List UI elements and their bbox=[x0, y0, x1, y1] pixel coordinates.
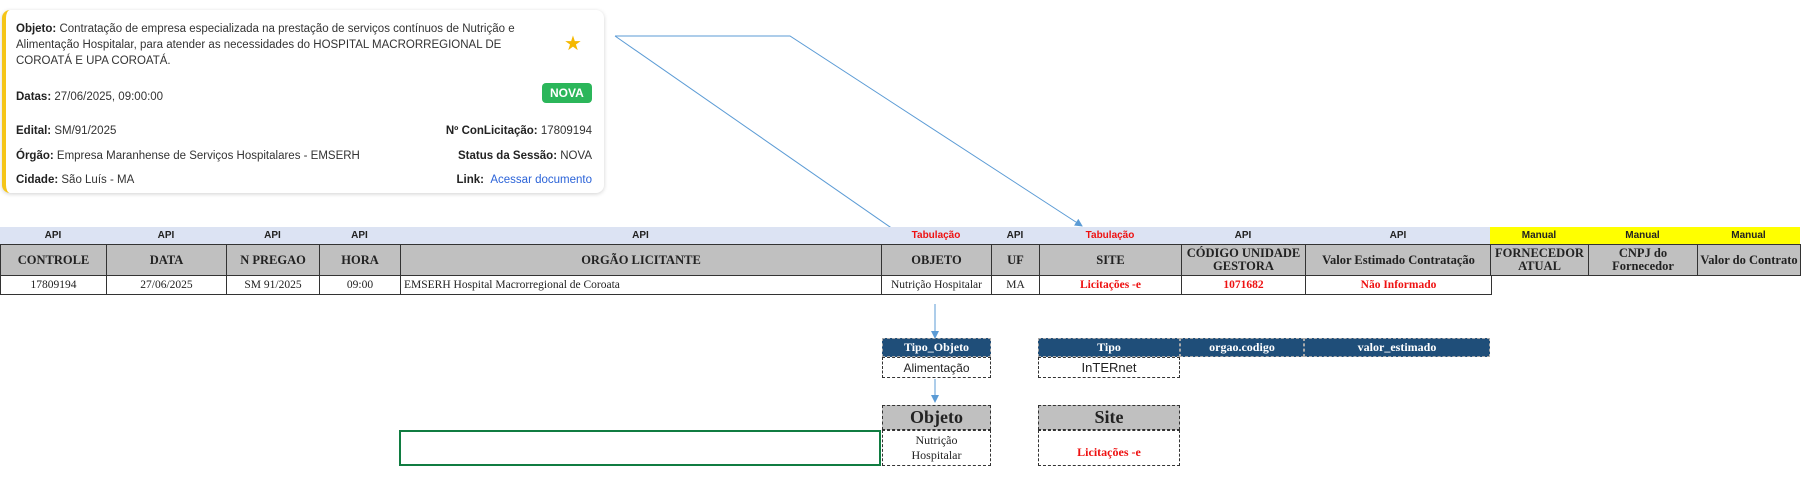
source-cell-cnpj-fornecedor: Manual bbox=[1588, 227, 1697, 244]
cell-data[interactable]: 27/06/2025 bbox=[106, 275, 227, 295]
orgao-label: Órgão: bbox=[16, 150, 54, 162]
star-icon[interactable]: ★ bbox=[564, 33, 582, 55]
cell-uf[interactable]: MA bbox=[991, 275, 1040, 295]
datas-label: Datas: bbox=[16, 91, 52, 103]
cell-controle[interactable]: 17809194 bbox=[0, 275, 107, 295]
header-hora[interactable]: HORA bbox=[319, 244, 401, 276]
status-label: Status da Sessão: bbox=[457, 150, 558, 162]
conlic-label: Nº ConLicitação: bbox=[445, 125, 538, 137]
cell-n-pregao[interactable]: SM 91/2025 bbox=[226, 275, 320, 295]
header-uf[interactable]: UF bbox=[991, 244, 1040, 276]
objeto-box-title: Objeto bbox=[882, 405, 991, 430]
cell-hora[interactable]: 09:00 bbox=[319, 275, 401, 295]
status-badge: NOVA bbox=[542, 83, 592, 103]
aux-header-tipo: Tipo bbox=[1038, 338, 1180, 357]
arrow-objeto bbox=[614, 35, 904, 237]
source-cell-objeto: Tabulação bbox=[911, 230, 961, 241]
source-cell-controle: API bbox=[44, 230, 62, 241]
cidade-label: Cidade: bbox=[16, 174, 59, 186]
source-row bbox=[0, 227, 1490, 244]
cell-orgao-licitante[interactable]: EMSERH Hospital Macrorregional de Coroat… bbox=[400, 275, 882, 295]
source-cell-orgao-licitante: API bbox=[632, 230, 649, 241]
tipo-objeto-value[interactable]: Alimentação bbox=[882, 357, 991, 378]
tipo-objeto-header: Tipo_Objeto bbox=[882, 338, 991, 357]
arrow-site bbox=[615, 35, 1083, 227]
aux-header-orgao-codigo: orgao.codigo bbox=[1180, 338, 1304, 357]
datas-value: 27/06/2025, 09:00:00 bbox=[54, 91, 164, 103]
edital-value: SM/91/2025 bbox=[54, 125, 117, 137]
source-cell-fornecedor-atual: Manual bbox=[1490, 227, 1588, 244]
orgao-value: Empresa Maranhense de Serviços Hospitala… bbox=[56, 150, 360, 162]
header-codigo-unidade-gestora[interactable]: CÓDIGO UNIDADE GESTORA bbox=[1181, 244, 1306, 276]
cell-site[interactable]: Licitações -e bbox=[1039, 275, 1182, 295]
source-cell-valor-estimado: API bbox=[1389, 230, 1407, 241]
conlic-value: 17809194 bbox=[540, 125, 592, 137]
header-controle[interactable]: CONTROLE bbox=[0, 244, 107, 276]
header-valor-contrato[interactable]: Valor do Contrato bbox=[1697, 244, 1801, 276]
site-box-title: Site bbox=[1038, 405, 1180, 430]
source-cell-n-pregao: API bbox=[264, 230, 281, 241]
source-cell-valor-contrato: Manual bbox=[1697, 227, 1800, 244]
source-cell-data: API bbox=[157, 230, 175, 241]
objeto-box-value[interactable]: Nutrição Hospitalar bbox=[882, 430, 991, 466]
selected-cell[interactable] bbox=[399, 430, 881, 466]
cidade-value: São Luís - MA bbox=[61, 174, 135, 186]
status-value: NOVA bbox=[560, 150, 592, 162]
header-orgao-licitante[interactable]: ORGÃO LICITANTE bbox=[400, 244, 882, 276]
header-cnpj-fornecedor[interactable]: CNPJ do Fornecedor bbox=[1588, 244, 1698, 276]
source-cell-uf: API bbox=[1006, 230, 1024, 241]
header-site[interactable]: SITE bbox=[1039, 244, 1182, 276]
source-cell-site: Tabulação bbox=[1085, 230, 1135, 241]
header-n-pregao[interactable]: N PREGAO bbox=[226, 244, 320, 276]
source-cell-hora: API bbox=[351, 230, 368, 241]
cell-valor-estimado[interactable]: Não Informado bbox=[1305, 275, 1492, 295]
edital-label: Edital: bbox=[16, 125, 52, 137]
document-link[interactable]: Acessar documento bbox=[490, 174, 592, 186]
header-objeto[interactable]: OBJETO bbox=[881, 244, 992, 276]
header-data[interactable]: DATA bbox=[106, 244, 227, 276]
cell-codigo-unidade-gestora[interactable]: 1071682 bbox=[1181, 275, 1306, 295]
link-label: Link: bbox=[456, 174, 484, 186]
header-valor-estimado[interactable]: Valor Estimado Contratação bbox=[1305, 244, 1492, 276]
header-fornecedor-atual[interactable]: FORNECEDOR ATUAL bbox=[1490, 244, 1589, 276]
site-box-value[interactable]: Licitações -e bbox=[1038, 430, 1180, 466]
licitacao-card: Objeto: Contratação de empresa especiali… bbox=[2, 10, 604, 193]
source-cell-codigo-unidade-gestora: API bbox=[1234, 230, 1252, 241]
tipo-value[interactable]: InTERnet bbox=[1038, 357, 1180, 378]
objeto-text: Objeto: Contratação de empresa especiali… bbox=[16, 23, 515, 67]
cell-objeto[interactable]: Nutrição Hospitalar bbox=[881, 275, 992, 295]
aux-header-valor-estimado: valor_estimado bbox=[1304, 338, 1490, 357]
